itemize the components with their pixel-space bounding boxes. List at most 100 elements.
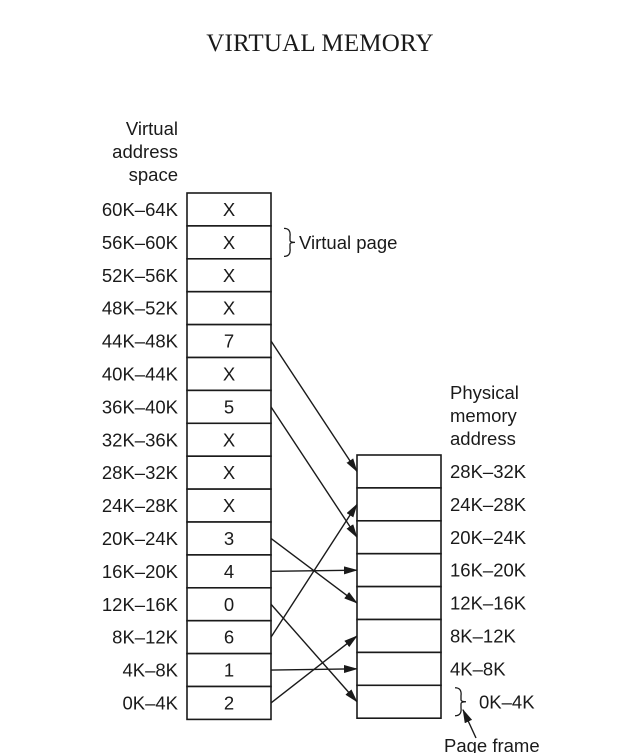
physical-frame-cell <box>356 487 442 522</box>
virtual-page-row: 0K–4K 2 <box>122 685 272 721</box>
frame-number: 7 <box>224 331 234 352</box>
virtual-page-row: 8K–12K 6 <box>112 619 272 655</box>
virtual-page-row: 20K–24K 3 <box>102 521 272 556</box>
physical-frame-cell <box>356 454 442 489</box>
frame-number: X <box>223 462 235 483</box>
virtual-header-line: address <box>112 141 178 162</box>
virtual-range-label: 36K–40K <box>102 396 179 417</box>
frame-number: 3 <box>224 528 234 549</box>
virtual-range-label: 60K–64K <box>102 199 179 220</box>
virtual-range-label: 12K–16K <box>102 594 179 615</box>
physical-range-label: 4K–8K <box>450 658 506 679</box>
virtual-range-label: 24K–28K <box>102 495 179 516</box>
frame-number: X <box>223 495 235 516</box>
virtual-header-line: Virtual <box>126 118 178 139</box>
virtual-range-label: 20K–24K <box>102 528 179 549</box>
virtual-page-table: 60K–64K X 56K–60K X 52K–56K X 48K–52K X 44K–48K 7… <box>102 192 272 721</box>
virtual-page-cell <box>186 422 272 457</box>
frame-number: 4 <box>224 561 234 582</box>
virtual-range-label: 56K–60K <box>102 232 179 253</box>
virtual-page-label: Virtual page <box>299 232 397 253</box>
virtual-page-cell <box>186 685 272 721</box>
mapping-arrow <box>270 340 358 473</box>
physical-range-label: 0K–4K <box>479 691 535 712</box>
physical-range-label: 12K–16K <box>450 593 527 614</box>
diagram-title: VIRTUAL MEMORY <box>206 30 434 57</box>
mapping-arrow <box>270 503 358 638</box>
frame-number: 5 <box>224 396 234 417</box>
virtual-page-cell <box>186 290 272 326</box>
virtual-page-row: 28K–32K X <box>102 455 272 490</box>
virtual-range-label: 52K–56K <box>102 265 179 286</box>
virtual-range-label: 0K–4K <box>122 692 178 713</box>
physical-frame-row: 16K–20K <box>356 552 527 588</box>
frame-number: X <box>223 429 235 450</box>
virtual-page-row: 4K–8K 1 <box>122 652 272 688</box>
frame-number: X <box>223 298 235 319</box>
physical-frame-row: 8K–12K <box>356 618 516 654</box>
frame-number: 6 <box>224 627 234 648</box>
physical-frame-row: 12K–16K <box>356 585 527 621</box>
physical-range-label: 24K–28K <box>450 494 527 515</box>
virtual-range-label: 4K–8K <box>122 660 178 681</box>
mapping-arrow <box>270 635 358 704</box>
frame-number: X <box>223 199 235 220</box>
virtual-range-label: 28K–32K <box>102 462 179 483</box>
virtual-page-row: 24K–28K X <box>102 488 272 523</box>
virtual-page-row: 60K–64K X <box>102 192 272 227</box>
physical-header-line: memory <box>450 405 518 426</box>
virtual-page-row: 32K–36K X <box>102 422 272 457</box>
virtual-range-label: 40K–44K <box>102 363 179 384</box>
virtual-page-row: 16K–20K 4 <box>102 554 272 589</box>
virtual-range-label: 8K–12K <box>112 627 178 648</box>
physical-range-label: 20K–24K <box>450 527 527 548</box>
mapping-arrow <box>270 406 358 539</box>
physical-header-line: address <box>450 428 516 449</box>
physical-header-line: Physical <box>450 382 519 403</box>
virtual-page-row: 44K–48K 7 <box>102 323 272 359</box>
virtual-range-label: 32K–36K <box>102 429 179 450</box>
physical-frame-row: 20K–24K <box>356 519 527 555</box>
physical-frame-table: 28K–32K 24K–28K 20K–24K 16K–20K 12K–16K 8K–12… <box>356 454 535 719</box>
frame-number: X <box>223 363 235 384</box>
frame-number: 2 <box>224 692 234 713</box>
virtual-header-line: space <box>129 164 178 185</box>
virtual-page-cell <box>186 257 272 293</box>
physical-frame-cell <box>356 552 442 588</box>
virtual-page-row: 56K–60K X <box>102 225 272 260</box>
virtual-page-row: 40K–44K X <box>102 356 272 392</box>
physical-range-label: 8K–12K <box>450 625 516 646</box>
frame-number: X <box>223 265 235 286</box>
physical-range-label: 16K–20K <box>450 560 527 581</box>
virtual-page-cell <box>186 356 272 392</box>
virtual-page-cell <box>186 619 272 655</box>
virtual-page-cell <box>186 389 272 425</box>
virtual-range-label: 48K–52K <box>102 298 179 319</box>
virtual-range-label: 44K–48K <box>102 331 179 352</box>
page-frame-brace <box>454 687 467 717</box>
physical-frame-cell <box>356 684 442 719</box>
virtual-page-cell <box>186 192 272 227</box>
virtual-range-label: 16K–20K <box>102 561 179 582</box>
page-mapping-arrows <box>270 340 358 704</box>
physical-frame-row: 4K–8K <box>356 651 506 687</box>
frame-number: X <box>223 232 235 253</box>
physical-frame-cell <box>356 618 442 654</box>
physical-frame-row: 24K–28K <box>356 487 527 522</box>
physical-range-label: 28K–32K <box>450 461 527 482</box>
physical-frame-cell <box>356 519 442 555</box>
virtual-page-brace <box>283 227 296 257</box>
virtual-page-cell <box>186 488 272 523</box>
page-frame-label: Page frame <box>444 735 540 753</box>
physical-frame-row: 28K–32K <box>356 454 527 489</box>
physical-frame-cell <box>356 585 442 621</box>
mapping-arrow <box>270 603 358 703</box>
physical-frame-cell <box>356 651 442 687</box>
frame-number: 1 <box>224 660 234 681</box>
page-frame-pointer <box>462 708 477 739</box>
